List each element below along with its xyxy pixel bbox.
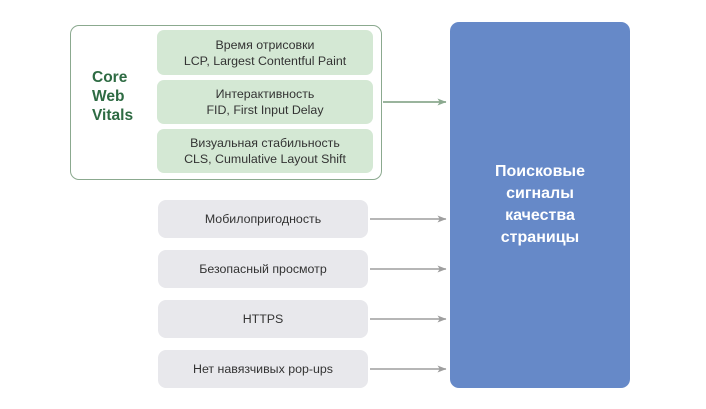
metric-box-fid-subtitle: FID, First Input Delay (206, 103, 324, 117)
signal-box-safe-browsing[interactable]: Безопасный просмотр (158, 250, 368, 288)
signal-box-mobile-friendly[interactable]: Мобилопригодность (158, 200, 368, 238)
metric-box-fid-title: Интерактивность (215, 87, 315, 101)
core-web-vitals-label-line3: Vitals (92, 107, 134, 124)
signal-box-no-intrusive-popups[interactable]: Нет навязчивых pop-ups (158, 350, 368, 388)
signal-box-https-label: HTTPS (242, 312, 284, 326)
page-quality-signals-label: Поисковые сигналы качества страницы (495, 163, 585, 246)
core-web-vitals-label: Core Web Vitals (92, 68, 154, 125)
metric-box-fid[interactable]: Интерактивность FID, First Input Delay (157, 80, 373, 124)
page-quality-signals-panel[interactable]: Поисковые сигналы качества страницы (450, 22, 630, 388)
metric-box-lcp[interactable]: Время отрисовки LCP, Largest Contentful … (157, 30, 373, 75)
core-web-vitals-label-line1: Core (92, 69, 128, 86)
signal-box-safe-browsing-label: Безопасный просмотр (199, 262, 327, 276)
signal-box-mobile-friendly-label: Мобилопригодность (204, 212, 322, 226)
core-web-vitals-label-line2: Web (92, 88, 125, 105)
metric-box-lcp-subtitle: LCP, Largest Contentful Paint (183, 53, 347, 68)
metric-box-lcp-title: Время отрисовки (215, 37, 315, 52)
signal-box-https[interactable]: HTTPS (158, 300, 368, 338)
signal-box-no-intrusive-popups-label: Нет навязчивых pop-ups (193, 362, 333, 376)
metric-box-cls-title: Визуальная стабильность (190, 136, 340, 150)
metric-box-cls-subtitle: CLS, Cumulative Layout Shift (184, 152, 346, 166)
metric-box-cls[interactable]: Визуальная стабильность CLS, Cumulative … (157, 129, 373, 173)
